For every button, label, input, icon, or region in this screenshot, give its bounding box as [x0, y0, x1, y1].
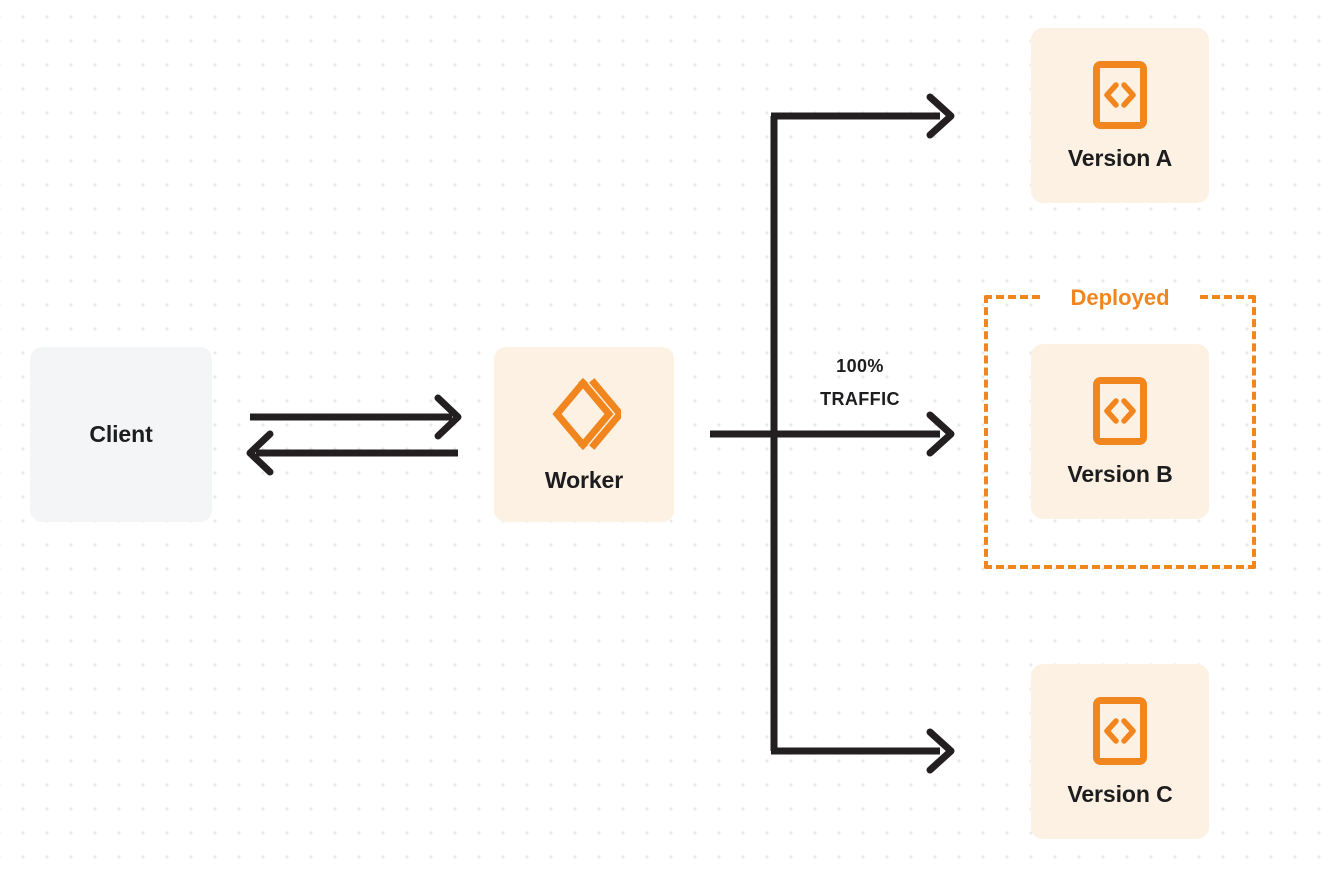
cloudflare-workers-logo-icon [547, 377, 625, 451]
traffic-word: TRAFFIC [820, 389, 900, 409]
node-version-c[interactable]: Version C [1031, 664, 1209, 839]
connector-client-to-worker [250, 394, 462, 440]
connector-worker-to-version-c [771, 728, 955, 774]
node-client-label: Client [89, 421, 153, 447]
traffic-label: 100% TRAFFIC [782, 350, 938, 416]
connector-worker-to-version-b [710, 411, 955, 457]
node-version-b-label: Version B [1067, 461, 1173, 487]
node-client[interactable]: Client [30, 347, 212, 522]
node-worker[interactable]: Worker [494, 347, 674, 522]
node-version-a-label: Version A [1067, 145, 1173, 171]
node-version-a[interactable]: Version A [1031, 28, 1209, 203]
node-version-c-label: Version C [1067, 781, 1173, 807]
deployed-label: Deployed [1040, 285, 1200, 311]
code-brackets-icon [1093, 377, 1147, 445]
traffic-percent: 100% [836, 356, 884, 376]
code-brackets-icon [1093, 697, 1147, 765]
connector-worker-to-version-a [771, 93, 955, 139]
code-brackets-icon [1093, 61, 1147, 129]
node-worker-label: Worker [544, 467, 624, 493]
connector-worker-to-client [246, 430, 458, 476]
node-version-b[interactable]: Version B [1031, 344, 1209, 519]
